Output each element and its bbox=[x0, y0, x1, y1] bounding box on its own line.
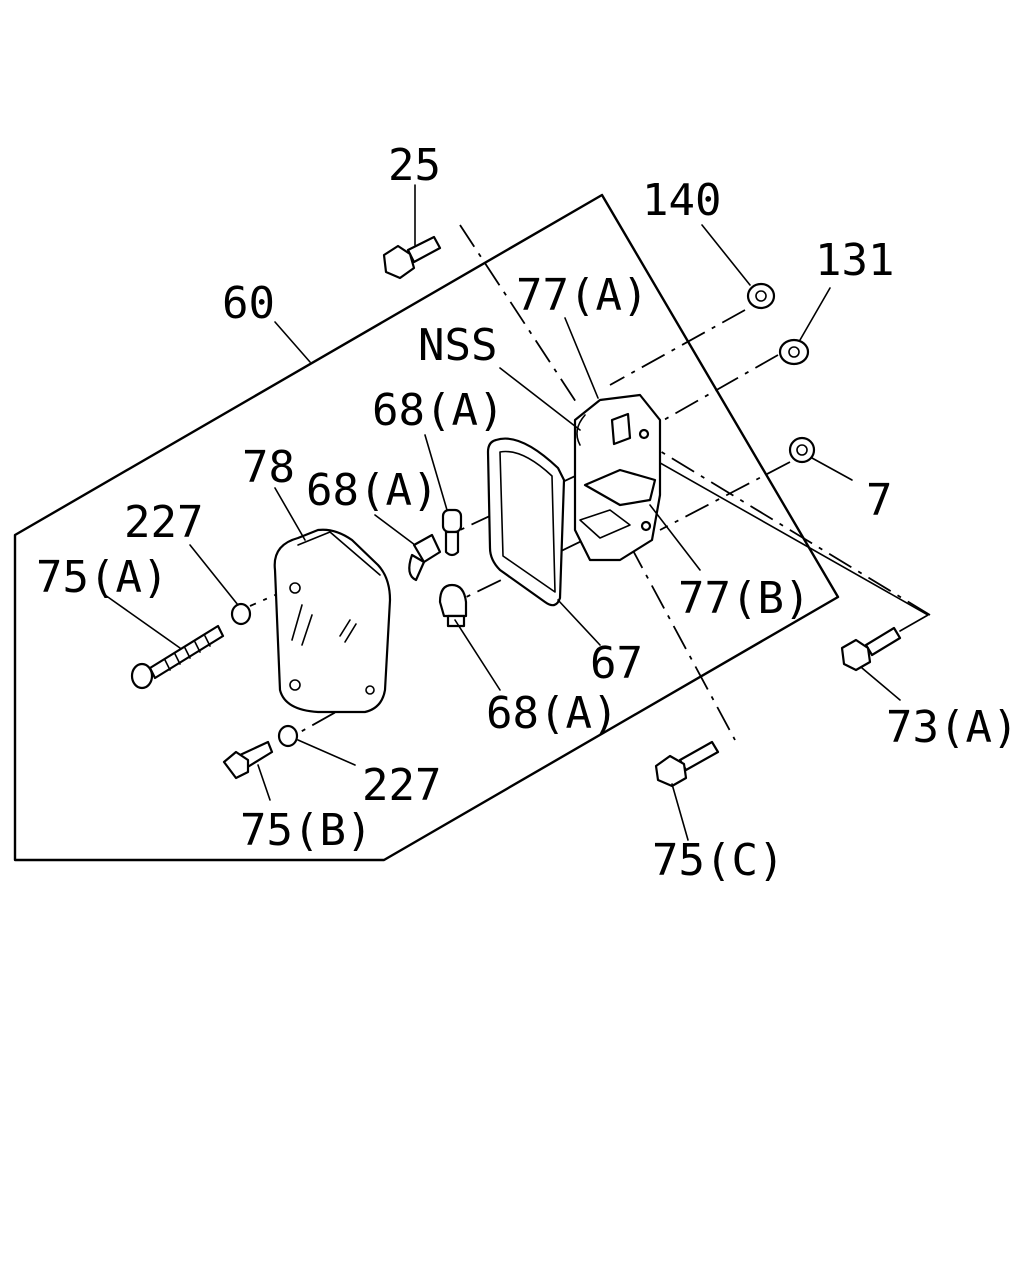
bolt-25 bbox=[382, 235, 442, 280]
bolt-73a bbox=[840, 626, 902, 672]
washer-227-bottom bbox=[277, 724, 299, 748]
lamp-bracket bbox=[573, 393, 662, 562]
bulb-upper bbox=[441, 508, 463, 557]
screw-75b bbox=[222, 740, 274, 780]
callout-75a: 75(A) bbox=[36, 552, 168, 603]
gasket bbox=[486, 437, 566, 607]
callout-131: 131 bbox=[815, 235, 894, 286]
callout-68a-top: 68(A) bbox=[372, 385, 504, 436]
callout-68a-bot: 68(A) bbox=[486, 688, 618, 739]
callout-nss: NSS bbox=[418, 320, 497, 371]
callout-67: 67 bbox=[590, 638, 643, 689]
screw-75a bbox=[130, 624, 225, 690]
nut-140 bbox=[746, 282, 776, 310]
callout-7: 7 bbox=[866, 475, 893, 526]
callout-73a: 73(A) bbox=[886, 702, 1018, 753]
nut-7 bbox=[788, 436, 816, 464]
callout-25: 25 bbox=[388, 140, 441, 191]
washer-227-top bbox=[230, 602, 252, 626]
callout-75b: 75(B) bbox=[240, 805, 372, 856]
callout-227-top: 227 bbox=[124, 497, 203, 548]
lamp-lens bbox=[273, 528, 392, 714]
bulb-lower bbox=[438, 583, 468, 628]
callout-77a: 77(A) bbox=[516, 270, 648, 321]
callout-78: 78 bbox=[242, 442, 295, 493]
callout-75c: 75(C) bbox=[652, 835, 784, 886]
assembly-frame bbox=[13, 193, 840, 862]
nut-131 bbox=[778, 338, 810, 366]
alignment-lines bbox=[249, 224, 931, 741]
callout-140: 140 bbox=[642, 175, 721, 226]
leader-73a bbox=[631, 446, 929, 632]
bolt-75c bbox=[654, 740, 720, 788]
leader-lines bbox=[104, 184, 901, 841]
callout-227-bottom: 227 bbox=[362, 760, 441, 811]
bulb-left bbox=[408, 533, 442, 582]
callout-60: 60 bbox=[222, 278, 275, 329]
callout-77b: 77(B) bbox=[678, 573, 810, 624]
callout-68a-mid: 68(A) bbox=[306, 465, 438, 516]
